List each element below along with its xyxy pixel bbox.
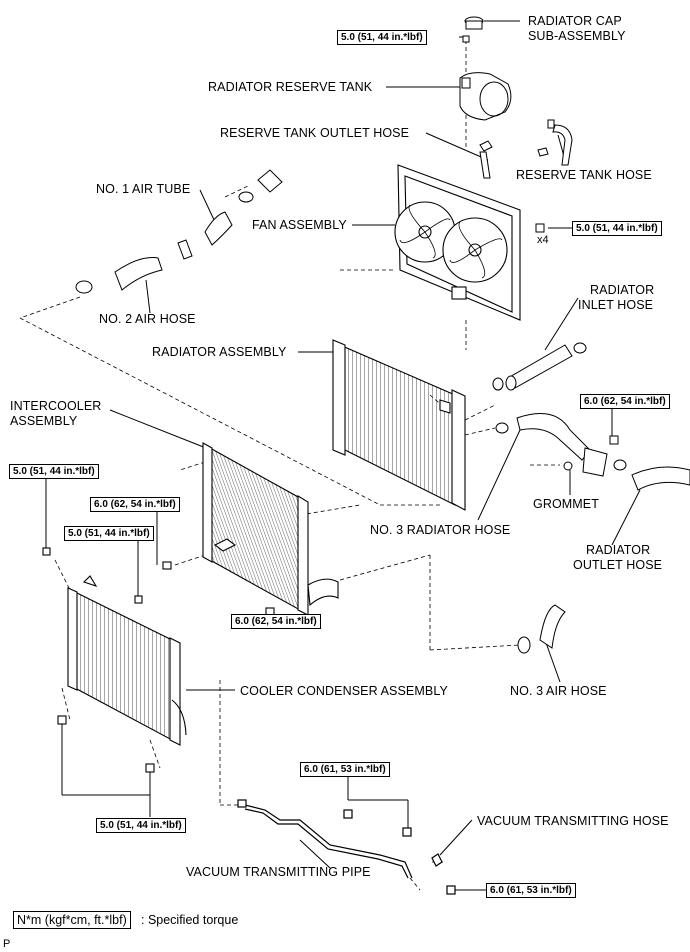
intercooler-part: [162, 442, 339, 617]
label-grommet: GROMMET: [533, 497, 599, 511]
label-fan-assembly: FAN ASSEMBLY: [252, 218, 347, 232]
torque-box-cap: 5.0 (51, 44 in.*lbf): [337, 30, 427, 45]
label-intercooler-2: ASSEMBLY: [10, 414, 78, 428]
torque-box-condenser-top-mid: 5.0 (51, 44 in.*lbf): [64, 526, 154, 541]
label-reserve-tank-outlet-hose: RESERVE TANK OUTLET HOSE: [220, 126, 410, 140]
legend-description: : Specified torque: [141, 913, 239, 927]
radiator-cap-part: [462, 16, 484, 43]
torque-box-pipe-top: 6.0 (61, 53 in.*lbf): [300, 762, 390, 777]
label-x4: x4: [537, 234, 549, 246]
torque-box-fan: 5.0 (51, 44 in.*lbf): [572, 221, 662, 236]
label-radiator-assembly: RADIATOR ASSEMBLY: [152, 345, 287, 359]
fan-assembly-part: [394, 164, 521, 321]
label-radiator-inlet-1: RADIATOR: [590, 283, 655, 297]
label-radiator-outlet-1: RADIATOR: [586, 543, 651, 557]
reserve-tank-part: [459, 72, 512, 121]
label-radiator-cap: RADIATOR CAP: [528, 14, 622, 28]
label-intercooler-1: INTERCOOLER: [10, 399, 102, 413]
corner-mark: P: [3, 938, 11, 950]
legend-unit-box: N*m (kgf*cm, ft.*lbf): [13, 911, 131, 929]
torque-box-condenser-bottom: 5.0 (51, 44 in.*lbf): [96, 818, 186, 833]
torque-box-intercooler-left: 6.0 (62, 54 in.*lbf): [90, 497, 180, 512]
label-vacuum-transmitting-hose: VACUUM TRANSMITTING HOSE: [477, 814, 669, 828]
label-no1-air-tube: NO. 1 AIR TUBE: [96, 182, 191, 196]
radiator-inlet-hose-part: [492, 342, 587, 391]
torque-box-condenser-top-left: 5.0 (51, 44 in.*lbf): [9, 464, 99, 479]
torque-box-pipe-right: 6.0 (61, 53 in.*lbf): [486, 883, 576, 898]
label-no3-radiator-hose: NO. 3 RADIATOR HOSE: [370, 523, 511, 537]
label-reserve-tank-hose: RESERVE TANK HOSE: [516, 168, 652, 182]
radiator-assembly-part: [332, 339, 466, 511]
label-cooler-condenser: COOLER CONDENSER ASSEMBLY: [240, 684, 448, 698]
torque-box-inlet: 6.0 (62, 54 in.*lbf): [580, 394, 670, 409]
label-radiator-outlet-2: OUTLET HOSE: [573, 558, 663, 572]
cooler-condenser-part: [42, 547, 187, 773]
vacuum-pipe-part: [237, 799, 456, 895]
label-sub-assembly: SUB-ASSEMBLY: [528, 29, 626, 43]
label-no3-air-hose: NO. 3 AIR HOSE: [510, 684, 607, 698]
label-radiator-inlet-2: INLET HOSE: [578, 298, 654, 312]
torque-box-intercooler-bottom: 6.0 (62, 54 in.*lbf): [231, 614, 321, 629]
label-vacuum-transmitting-pipe: VACUUM TRANSMITTING PIPE: [186, 865, 371, 879]
label-no2-air-hose: NO. 2 AIR HOSE: [99, 312, 196, 326]
label-radiator-reserve-tank: RADIATOR RESERVE TANK: [208, 80, 373, 94]
